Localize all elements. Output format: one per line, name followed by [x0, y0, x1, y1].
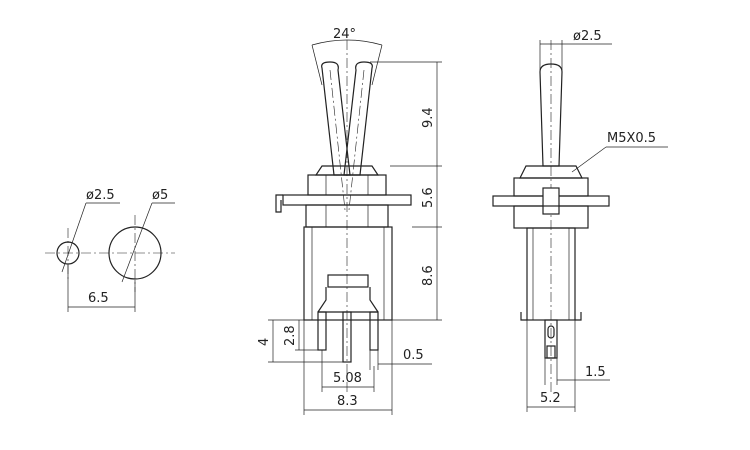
body-width-label: 8.3	[337, 394, 358, 409]
hole-spacing-label: 6.5	[88, 291, 109, 306]
pin-thickness-label: 0.5	[403, 348, 424, 363]
angle-label: 24°	[333, 27, 356, 42]
front-view: 24° 9.4 5.6 8	[257, 27, 442, 415]
body-height-label: 8.6	[421, 265, 436, 286]
pin-length-label: 4	[257, 338, 272, 346]
large-hole-dia-label: ø5	[152, 188, 168, 203]
large-hole	[108, 226, 162, 280]
side-view: ø2.5 M5X0.5 1.5 5.2	[492, 29, 668, 412]
small-hole	[56, 241, 80, 265]
pin-pitch-label: 5.08	[333, 371, 362, 386]
mounting-holes-view: ø2.5 ø5 6.5	[45, 188, 175, 312]
toggle-dia-label: ø2.5	[573, 29, 602, 44]
thread-label: M5X0.5	[607, 131, 656, 146]
pin-length-inner-label: 2.8	[283, 325, 298, 346]
lever-height-label: 9.4	[421, 107, 436, 128]
side-width-label: 5.2	[540, 391, 561, 406]
small-hole-dia-label: ø2.5	[86, 188, 115, 203]
bushing-height-label: 5.6	[421, 187, 436, 208]
pin-width-label: 1.5	[585, 365, 606, 380]
